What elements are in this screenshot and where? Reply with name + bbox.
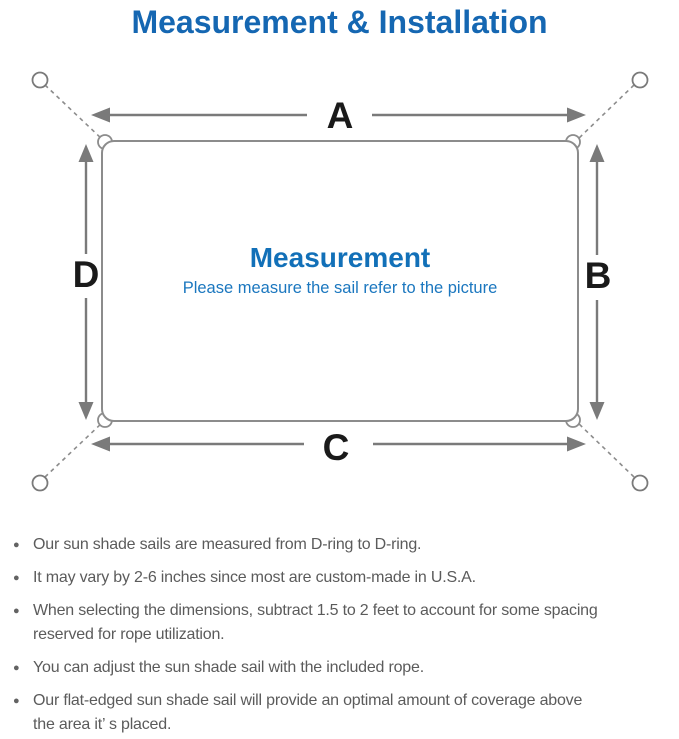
list-item: ● It may vary by 2-6 inches since most a… — [13, 566, 673, 590]
arrowhead-left-icon-top — [91, 107, 110, 123]
anchor-point-icon-bottom-left — [31, 474, 49, 492]
sail-outline — [101, 140, 579, 422]
arrowhead-down-icon-right — [589, 402, 605, 420]
bullet-dot-icon: ● — [13, 539, 20, 551]
arrowhead-up-icon-left — [78, 144, 94, 162]
note-text: You can adjust the sun shade sail with t… — [33, 656, 673, 680]
notes-list: ● Our sun shade sails are measured from … — [13, 533, 673, 737]
note-line: When selecting the dimensions, subtract … — [33, 602, 598, 619]
note-line: the area it’ s placed. — [33, 716, 172, 733]
anchor-point-icon-top-left — [31, 71, 49, 89]
bullet-dot-icon: ● — [13, 605, 20, 617]
list-item: ● Our sun shade sails are measured from … — [13, 533, 673, 557]
bullet-dot-icon: ● — [13, 572, 20, 584]
arrowheads — [78, 107, 605, 452]
note-line: reserved for rope utilization. — [33, 626, 225, 643]
arrowhead-left-icon-bottom — [91, 436, 110, 452]
note-text: When selecting the dimensions, subtract … — [33, 599, 673, 647]
note-line: Our flat-edged sun shade sail will provi… — [33, 692, 583, 709]
tether-lines — [44, 84, 635, 478]
measurement-diagram: A B C D Measurement Please measure the s… — [31, 71, 649, 492]
anchor-point-icon-top-right — [631, 71, 649, 89]
tether-line-bottom-left — [44, 421, 104, 478]
page-title: Measurement & Installation — [131, 4, 548, 40]
bullet-dot-icon: ● — [13, 662, 20, 674]
note-text: Our sun shade sails are measured from D-… — [33, 533, 673, 557]
dimension-arrows — [84, 113, 599, 446]
note-line: It may vary by 2-6 inches since most are… — [33, 569, 476, 586]
note-text: It may vary by 2-6 inches since most are… — [33, 566, 673, 590]
list-item: ● When selecting the dimensions, subtrac… — [13, 599, 673, 647]
note-line: Our sun shade sails are measured from D-… — [33, 536, 422, 553]
dimension-label-d: D — [73, 254, 100, 295]
diagram-heading: Measurement — [250, 242, 431, 273]
tether-line-top-right — [576, 84, 635, 141]
arrowhead-up-icon-right — [589, 144, 605, 162]
tether-line-top-left — [44, 84, 104, 141]
bullet-dot-icon: ● — [13, 695, 20, 707]
note-line: You can adjust the sun shade sail with t… — [33, 659, 424, 676]
dimension-label-c: C — [323, 427, 350, 468]
anchor-point-icon-bottom-right — [631, 474, 649, 492]
note-text: Our flat-edged sun shade sail will provi… — [33, 689, 673, 737]
arrowhead-right-icon-top — [567, 107, 586, 123]
dimension-label-a: A — [327, 95, 354, 136]
arrowhead-right-icon-bottom — [567, 436, 586, 452]
tether-line-bottom-right — [576, 421, 635, 478]
dimension-label-b: B — [585, 255, 612, 296]
arrowhead-down-icon-left — [78, 402, 94, 420]
list-item: ● You can adjust the sun shade sail with… — [13, 656, 673, 680]
list-item: ● Our flat-edged sun shade sail will pro… — [13, 689, 673, 737]
diagram-subheading: Please measure the sail refer to the pic… — [183, 279, 498, 297]
